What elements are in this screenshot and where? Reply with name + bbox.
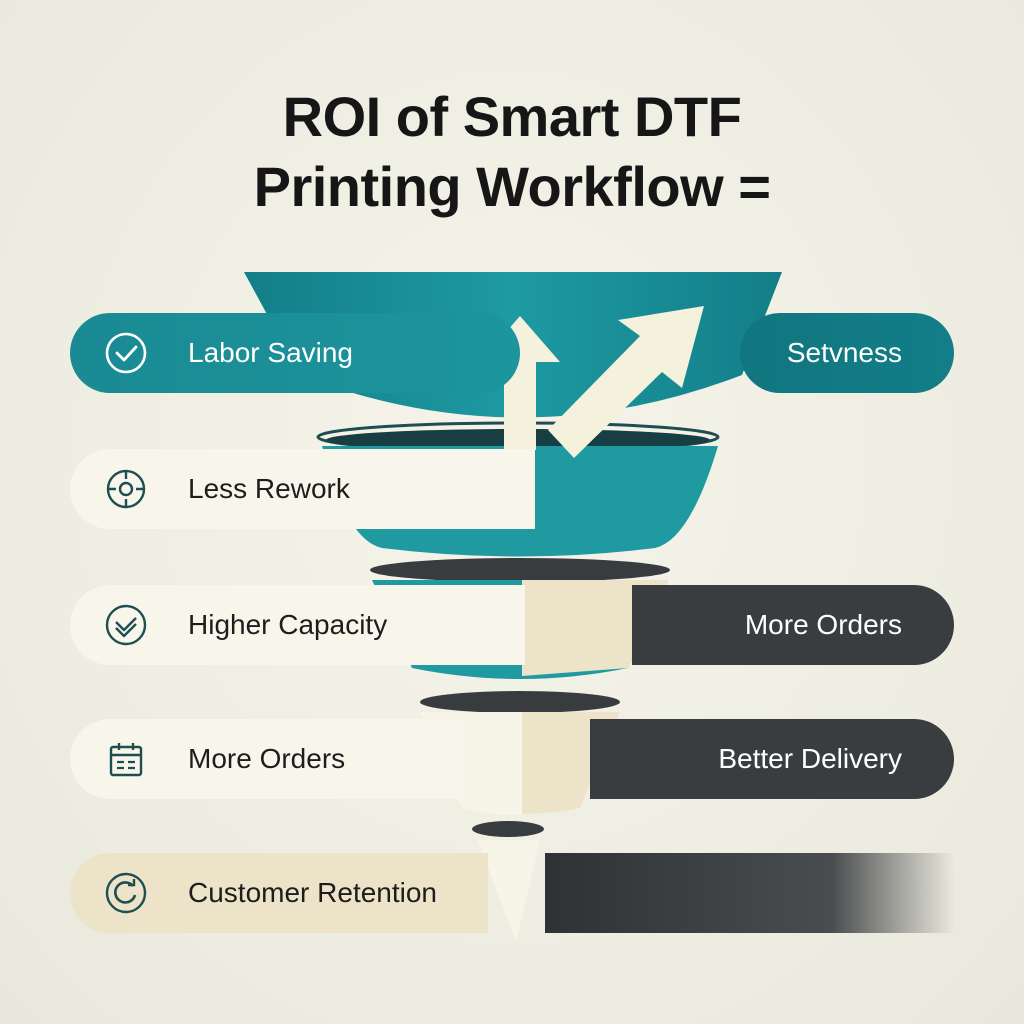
right-item-setvness: Setvness bbox=[740, 313, 954, 393]
left-item-labor-saving: Labor Saving bbox=[70, 313, 520, 393]
funnel-rim-5 bbox=[472, 821, 544, 837]
right-item-label: More Orders bbox=[744, 609, 902, 640]
left-item-label: Less Rework bbox=[188, 473, 350, 504]
calendar-icon bbox=[104, 737, 148, 781]
refresh-circle-icon bbox=[104, 871, 148, 915]
funnel-spout bbox=[478, 840, 540, 942]
page-title: ROI of Smart DTF Printing Workflow = bbox=[0, 82, 1024, 222]
left-item-label: Customer Retention bbox=[188, 877, 438, 908]
left-item-label: Labor Saving bbox=[188, 337, 354, 368]
funnel-rim-3 bbox=[370, 558, 670, 582]
title-line-2: Printing Workflow = bbox=[253, 155, 771, 218]
target-crosshair-icon bbox=[104, 467, 148, 511]
left-item-more-orders: More Orders bbox=[70, 719, 465, 799]
title-line-1: ROI of Smart DTF bbox=[282, 85, 742, 148]
right-item-more-orders: More Orders bbox=[632, 585, 954, 665]
check-circle-icon bbox=[104, 331, 148, 375]
double-check-circle-icon bbox=[104, 603, 148, 647]
right-item-label: Setvness bbox=[786, 337, 902, 368]
right-item-better-delivery: Better Delivery bbox=[590, 719, 954, 799]
left-item-label: More Orders bbox=[188, 743, 346, 774]
right-item-label: Better Delivery bbox=[718, 743, 902, 774]
diagonal-arrow-icon bbox=[548, 306, 704, 458]
left-item-less-rework: Less Rework bbox=[70, 449, 535, 529]
left-item-customer-retention: Customer Retention bbox=[70, 853, 488, 933]
left-item-label: Higher Capacity bbox=[188, 609, 388, 640]
right-fade-bar bbox=[545, 853, 955, 933]
left-item-higher-capacity: Higher Capacity bbox=[70, 585, 525, 665]
funnel-rim-4 bbox=[420, 691, 620, 713]
